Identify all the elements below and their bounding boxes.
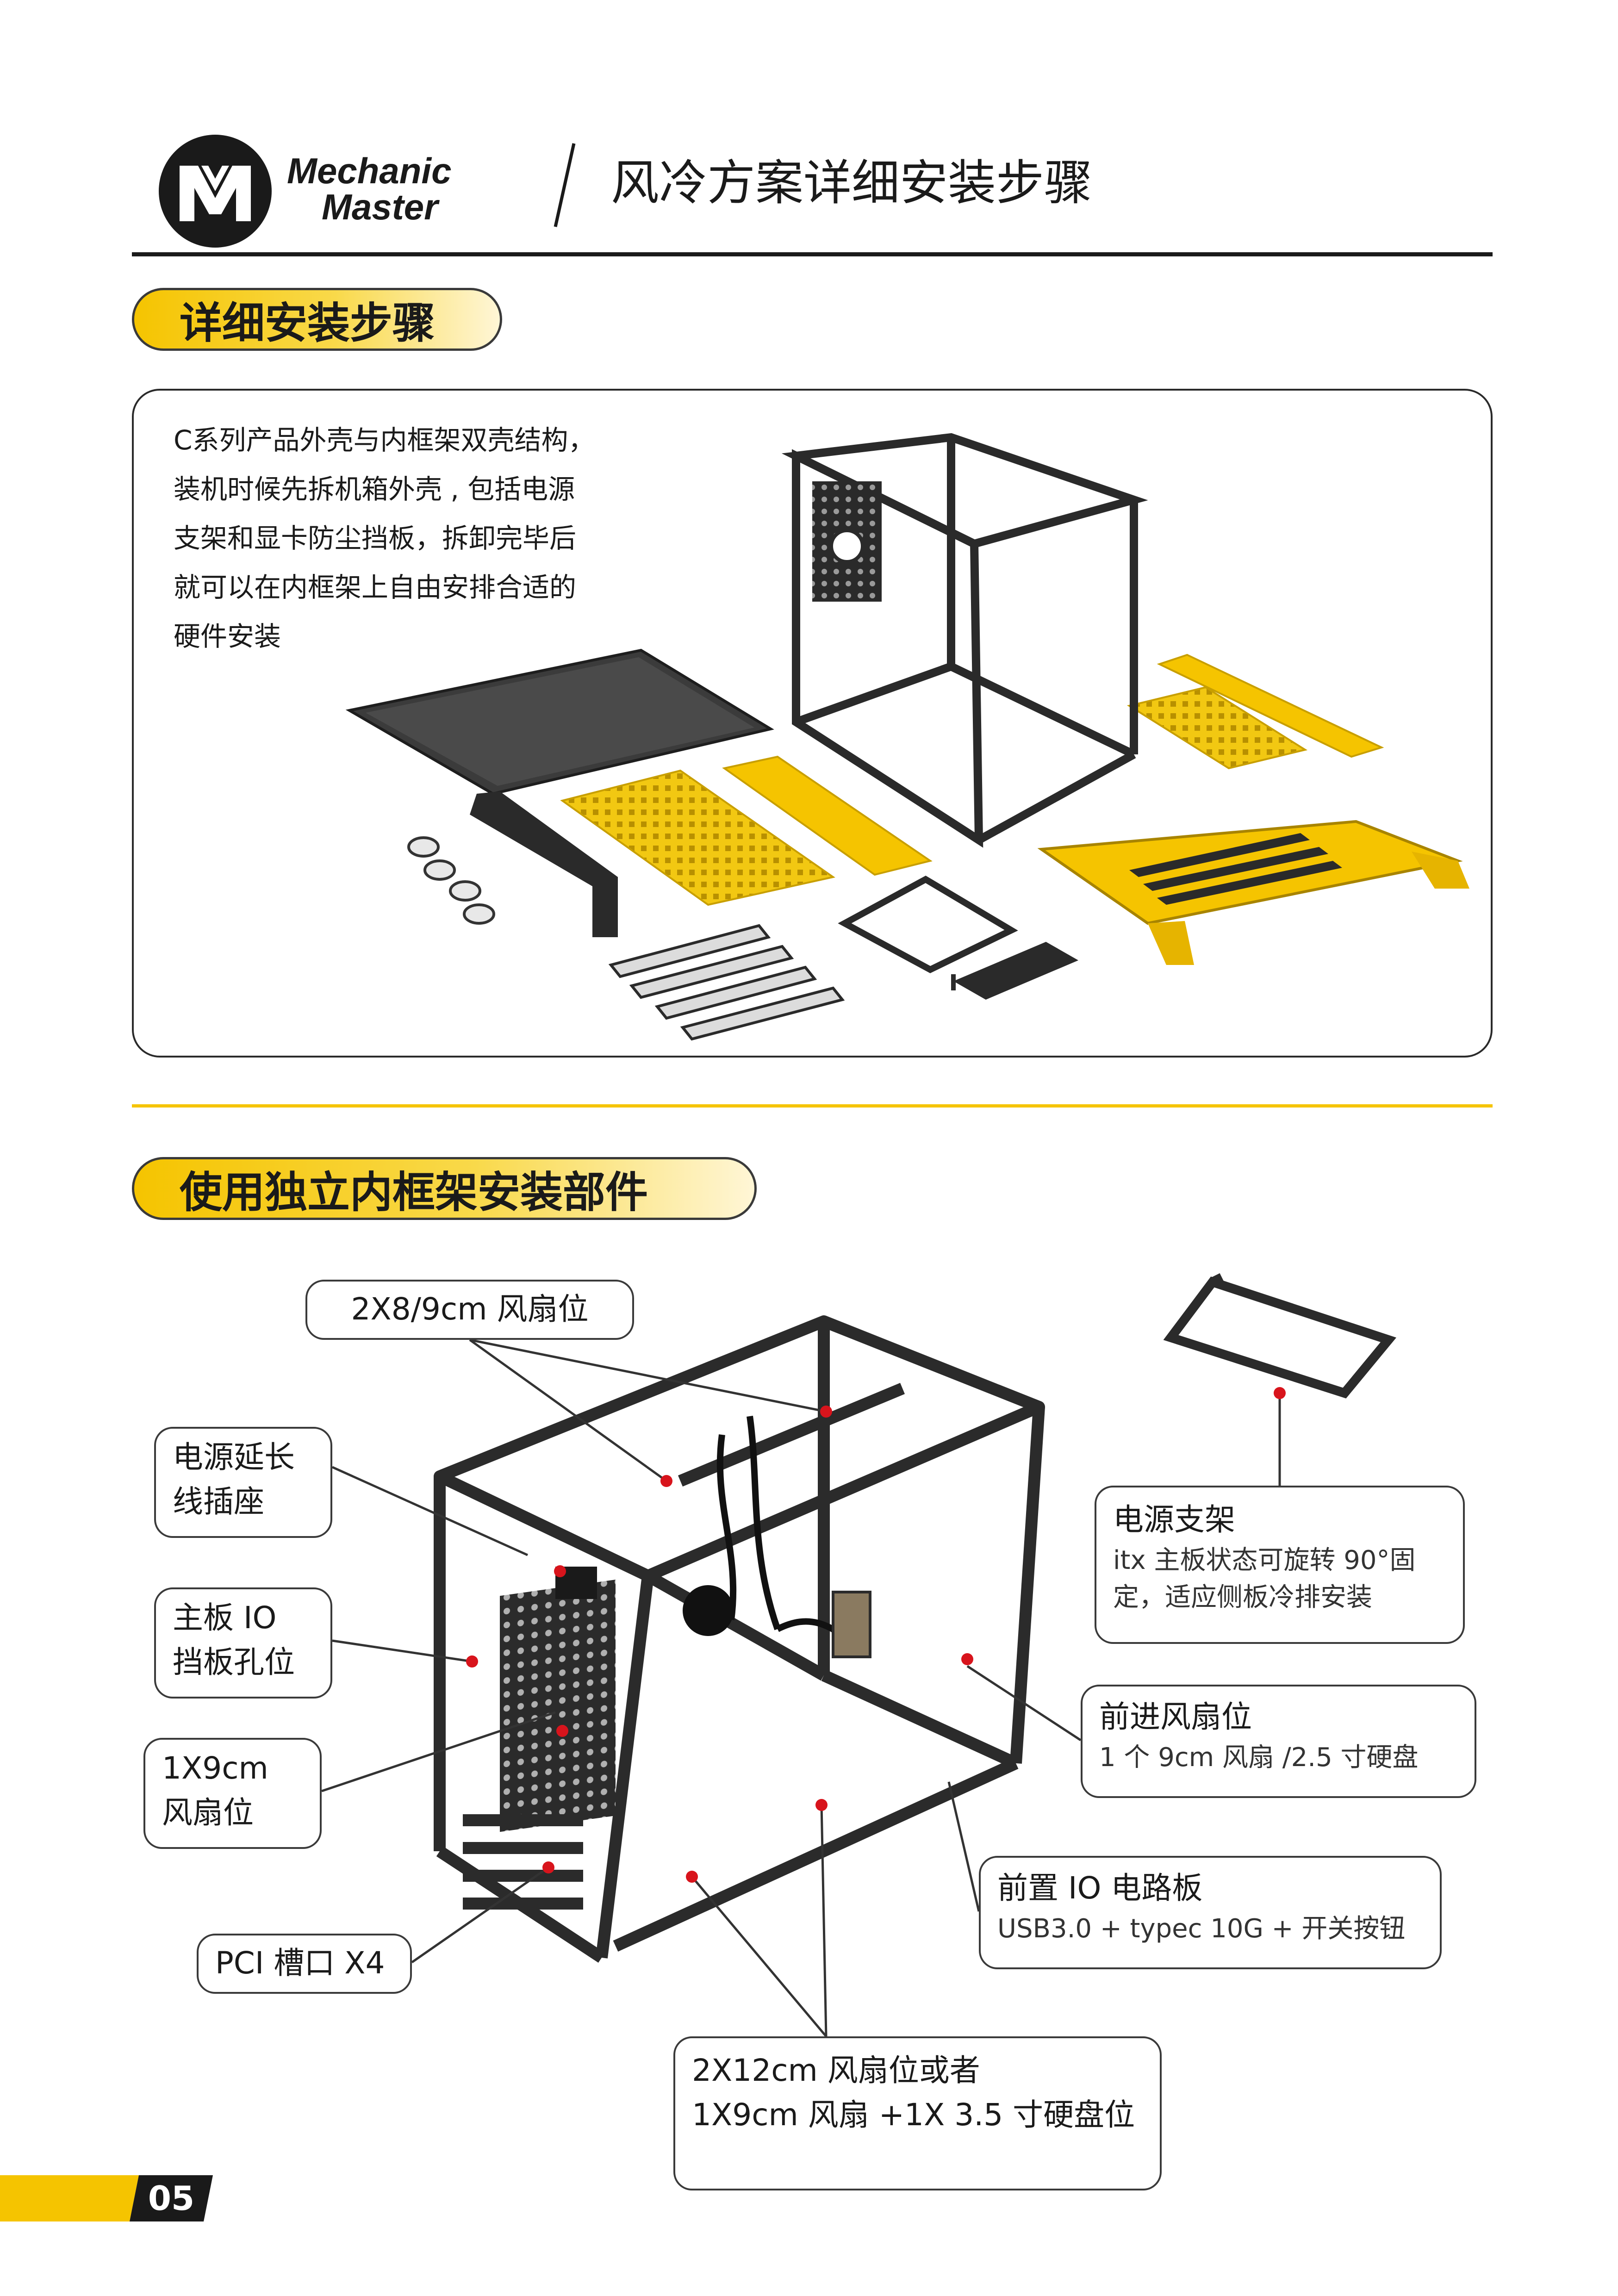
- callout-text: 挡板孔位: [173, 1644, 295, 1680]
- brand-line-2: Master: [322, 187, 438, 227]
- callout-text: 线插座: [173, 1484, 264, 1519]
- inner-frame-preview: [781, 433, 1148, 848]
- top-panel: [345, 648, 774, 937]
- callout-title: 前置 IO 电路板: [997, 1870, 1203, 1906]
- callout-title: 前进风扇位: [1099, 1699, 1252, 1735]
- page-number: 05: [148, 2179, 195, 2218]
- frame-structure: [434, 1315, 1045, 1963]
- psu-brackets: [838, 875, 1078, 1000]
- header-divider-slash: [554, 143, 576, 227]
- intro-line: 装机时候先拆机箱外壳 , 包括电源: [174, 473, 575, 505]
- callout-desc: 1 个 9cm 风扇 /2.5 寸硬盘: [1099, 1742, 1419, 1773]
- callout-leaders: [321, 1338, 1281, 2037]
- yellow-case-shell: [1037, 820, 1469, 965]
- callout-text: 电源延长: [173, 1439, 295, 1475]
- callout-text: 主板 IO: [173, 1600, 277, 1636]
- section-heading-install-steps: 详细安装步骤: [132, 288, 502, 351]
- brand-wordmark: Mechanic Master: [287, 153, 451, 225]
- callout-psu-bracket: 电源支架 itx 主板状态可旋转 90°固 定，适应侧板冷排安装: [1095, 1486, 1465, 1644]
- callout-desc: 定，适应侧板冷排安装: [1113, 1582, 1372, 1612]
- callout-psu-extension: 电源延长 线插座: [154, 1427, 332, 1538]
- callout-title: 电源支架: [1113, 1502, 1235, 1537]
- callout-mb-io: 主板 IO 挡板孔位: [154, 1587, 332, 1699]
- callout-text: 1X9cm: [162, 1750, 268, 1786]
- rubber-feet: [407, 836, 495, 925]
- section-heading-label: 详细安装步骤: [180, 298, 436, 348]
- callout-text: 2X8/9cm 风扇位: [351, 1291, 589, 1327]
- intro-text: C系列产品外壳与内框架双壳结构， 装机时候先拆机箱外壳 , 包括电源 支架和显卡…: [174, 416, 692, 661]
- section-divider: [132, 1104, 1493, 1108]
- callout-1x9-fan: 1X9cm 风扇位: [143, 1738, 322, 1849]
- frame-logo-badge: [829, 529, 865, 564]
- section-heading-inner-frame: 使用独立内框架安装部件: [132, 1157, 757, 1220]
- page-title: 风冷方案详细安装步骤: [611, 155, 1093, 211]
- front-io-board: [832, 1591, 871, 1658]
- callout-text: PCI 槽口 X4: [215, 1945, 385, 1981]
- install-steps-panel: [132, 389, 1493, 1058]
- page-number-bar: [0, 2175, 213, 2221]
- intro-line: 硬件安装: [174, 621, 281, 652]
- intro-line: 就可以在内框架上自由安排合适的: [174, 572, 577, 603]
- callout-pci-slots: PCI 槽口 X4: [197, 1934, 412, 1994]
- callout-front-fan: 前进风扇位 1 个 9cm 风扇 /2.5 寸硬盘: [1081, 1685, 1476, 1798]
- intro-line: 支架和显卡防尘挡板，拆卸完毕后: [174, 523, 577, 554]
- section-heading-label: 使用独立内框架安装部件: [180, 1167, 648, 1217]
- intro-line: C系列产品外壳与内框架双壳结构，: [174, 424, 595, 456]
- pci-slot-covers: [608, 924, 845, 1041]
- callout-front-io: 前置 IO 电路板 USB3.0 + typec 10G + 开关按钮: [979, 1856, 1442, 1969]
- callout-text: 风扇位: [162, 1795, 254, 1830]
- callout-top-fan: 2X8/9cm 风扇位: [305, 1280, 634, 1340]
- callout-text: 2X12cm 风扇位或者: [692, 2053, 980, 2088]
- callout-desc: USB3.0 + typec 10G + 开关按钮: [997, 1914, 1406, 1944]
- callout-bottom-fan: 2X12cm 风扇位或者 1X9cm 风扇 +1X 3.5 寸硬盘位: [673, 2036, 1162, 2190]
- yellow-dust-filters: [560, 653, 1384, 906]
- mechanic-master-logo: [159, 135, 272, 248]
- psu-bracket: [1163, 1273, 1397, 1399]
- callout-markers: [466, 1387, 1286, 1883]
- psu-side-grille: [500, 1580, 616, 1832]
- pci-slot-row: [463, 1814, 583, 1910]
- callout-text: 1X9cm 风扇 +1X 3.5 寸硬盘位: [692, 2097, 1135, 2133]
- header-rule: [132, 252, 1493, 256]
- callout-desc: itx 主板状态可旋转 90°固: [1113, 1545, 1416, 1575]
- brand-line-1: Mechanic: [287, 150, 452, 191]
